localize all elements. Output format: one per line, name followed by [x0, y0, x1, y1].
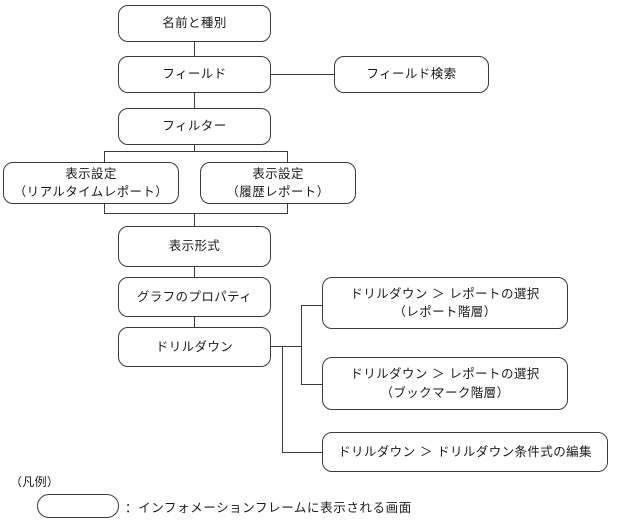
node-display-settings-history[interactable]: 表示設定 （履歴レポート） [200, 162, 356, 204]
node-label: フィルター [162, 118, 227, 134]
node-label: 名前と種別 [162, 15, 227, 31]
node-field[interactable]: フィールド [118, 56, 271, 93]
node-display-settings-realtime[interactable]: 表示設定 （リアルタイムレポート） [3, 162, 179, 204]
node-drilldown-condition-edit[interactable]: ドリルダウン ＞ ドリルダウン条件式の編集 [322, 432, 608, 472]
node-label: ドリルダウン ＞ ドリルダウン条件式の編集 [338, 443, 592, 459]
connector-history-to-merge [287, 203, 288, 214]
connector-trunk-to-condition-box [282, 452, 323, 453]
node-filter[interactable]: フィルター [118, 108, 271, 145]
connector-filter-to-bus [194, 145, 195, 152]
connector-split-bus-top [104, 151, 288, 152]
node-label-line1: 表示設定 [65, 165, 117, 181]
node-drilldown[interactable]: ドリルダウン [118, 327, 271, 367]
node-label: グラフのプロパティ [136, 288, 253, 304]
node-label: ドリルダウン [155, 338, 234, 354]
connector-bus-to-history [287, 151, 288, 163]
node-label-line2: （レポート階層） [393, 304, 497, 319]
node-display-format[interactable]: 表示形式 [118, 226, 271, 267]
node-label-line1: ドリルダウン ＞ レポートの選択 [350, 285, 540, 301]
legend-title: （凡例） [10, 475, 60, 489]
connector-name-to-field [194, 41, 195, 57]
connector-merge-bus-bottom [104, 213, 288, 214]
connector-drilldown-trunk-inner [301, 305, 302, 385]
connector-drilldown-stub [271, 346, 302, 347]
node-label-line2: （リアルタイムレポート） [13, 184, 169, 199]
node-label: 表示形式 [168, 238, 221, 254]
node-field-search[interactable]: フィールド検索 [334, 56, 489, 93]
node-label: フィールド [162, 66, 227, 82]
connector-drilldown-trunk-outer [282, 346, 283, 452]
legend-description: ：インフォメーションフレームに表示される画面 [125, 500, 412, 515]
connector-format-to-graph [194, 267, 195, 277]
node-label-line1: ドリルダウン ＞ レポートの選択 [350, 366, 540, 382]
connector-trunk-to-bookmark-box [301, 384, 323, 385]
node-drilldown-report-select-report-hierarchy[interactable]: ドリルダウン ＞ レポートの選択 （レポート階層） [322, 277, 568, 329]
connector-trunk-to-report-box [301, 305, 323, 306]
node-name-and-type[interactable]: 名前と種別 [118, 5, 271, 42]
node-label-line2: （ブックマーク階層） [380, 384, 510, 400]
connector-merge-to-format [194, 213, 195, 227]
legend-swatch-rounded-box [37, 494, 119, 518]
connector-realtime-to-merge [104, 203, 105, 214]
connector-field-to-search [271, 74, 335, 75]
connector-field-to-filter [194, 92, 195, 109]
node-graph-properties[interactable]: グラフのプロパティ [118, 277, 271, 317]
node-label-line2: （履歴レポート） [226, 184, 330, 199]
node-drilldown-report-select-bookmark-hierarchy[interactable]: ドリルダウン ＞ レポートの選択 （ブックマーク階層） [322, 357, 568, 410]
node-label: フィールド検索 [366, 66, 457, 82]
connector-graph-to-drilldown [194, 317, 195, 327]
node-label-line1: 表示設定 [252, 165, 304, 181]
connector-bus-to-realtime [104, 151, 105, 163]
